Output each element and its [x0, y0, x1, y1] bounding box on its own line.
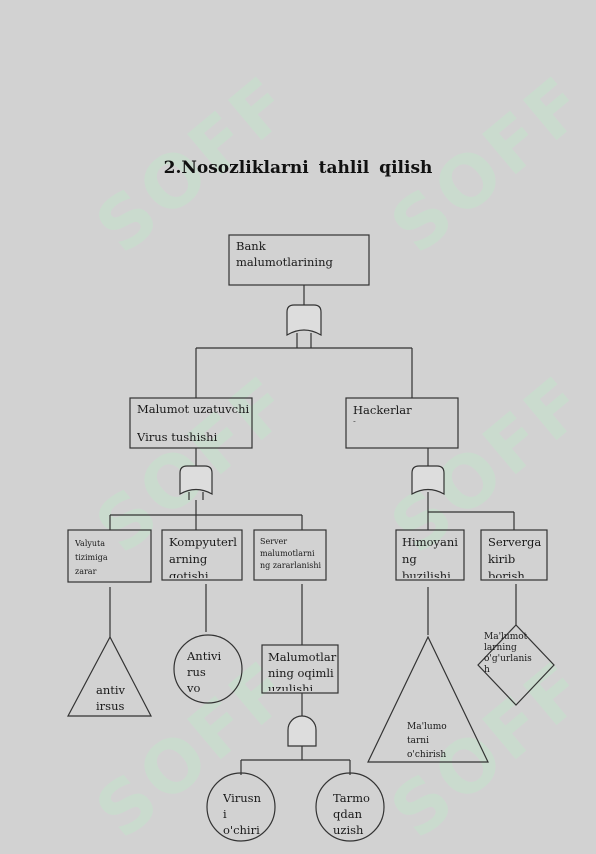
data-reading-box [261, 644, 339, 694]
network-cut-label: Tarmo qdan uzish [333, 791, 370, 834]
server-box [253, 529, 327, 581]
data-reading-label: Malumotlar ning oqimli uzulishi [268, 650, 337, 691]
antivirus-circle [173, 634, 243, 704]
server-entry-label: Serverga kirib borish [488, 535, 542, 578]
page-title: 2.Nosozliklarni tahlil qilish [163, 158, 433, 178]
hacker-label: Hackerlar hujumi [353, 403, 412, 422]
and-gate [287, 715, 317, 747]
server-label: Server malumotlarni ng zararlanishi [260, 537, 322, 570]
data-removal-triangle [367, 635, 489, 763]
or-gate [286, 304, 322, 337]
antivirus-triangle [67, 635, 152, 717]
data-virus-label: Malumot uzatuvchi Virus tushishi [137, 402, 250, 444]
protection-box [395, 529, 465, 581]
antivirus-triangle-label: antiv irsus [96, 683, 126, 713]
data-virus-box [129, 397, 253, 449]
currency-box [67, 529, 152, 583]
root-box [228, 234, 370, 286]
computer-label: Kompyuterl arning qotishi [169, 535, 237, 578]
root-label: Bank malumotlarining [236, 239, 333, 269]
virus-delete-label: Virusn i o'chiri [223, 791, 261, 834]
or-gate [179, 465, 213, 496]
hacker-box [345, 397, 459, 449]
data-theft-diamond [477, 624, 555, 706]
currency-label: Valyuta tizimiga zarar [75, 539, 108, 576]
virus-delete-circle [206, 772, 276, 842]
server-entry-box [480, 529, 548, 581]
antivirus-circle-label: Antivi rus yo [187, 649, 222, 692]
protection-label: Himoyani ng buzilishi [402, 535, 458, 578]
data-theft-label: Ma'lumot larning o'g'urlanis h [484, 632, 532, 675]
data-removal-label: Ma'lumo tarni o'chirish [407, 722, 447, 760]
or-gate [411, 465, 445, 496]
network-cut-circle [315, 772, 385, 842]
computer-box [161, 529, 243, 581]
